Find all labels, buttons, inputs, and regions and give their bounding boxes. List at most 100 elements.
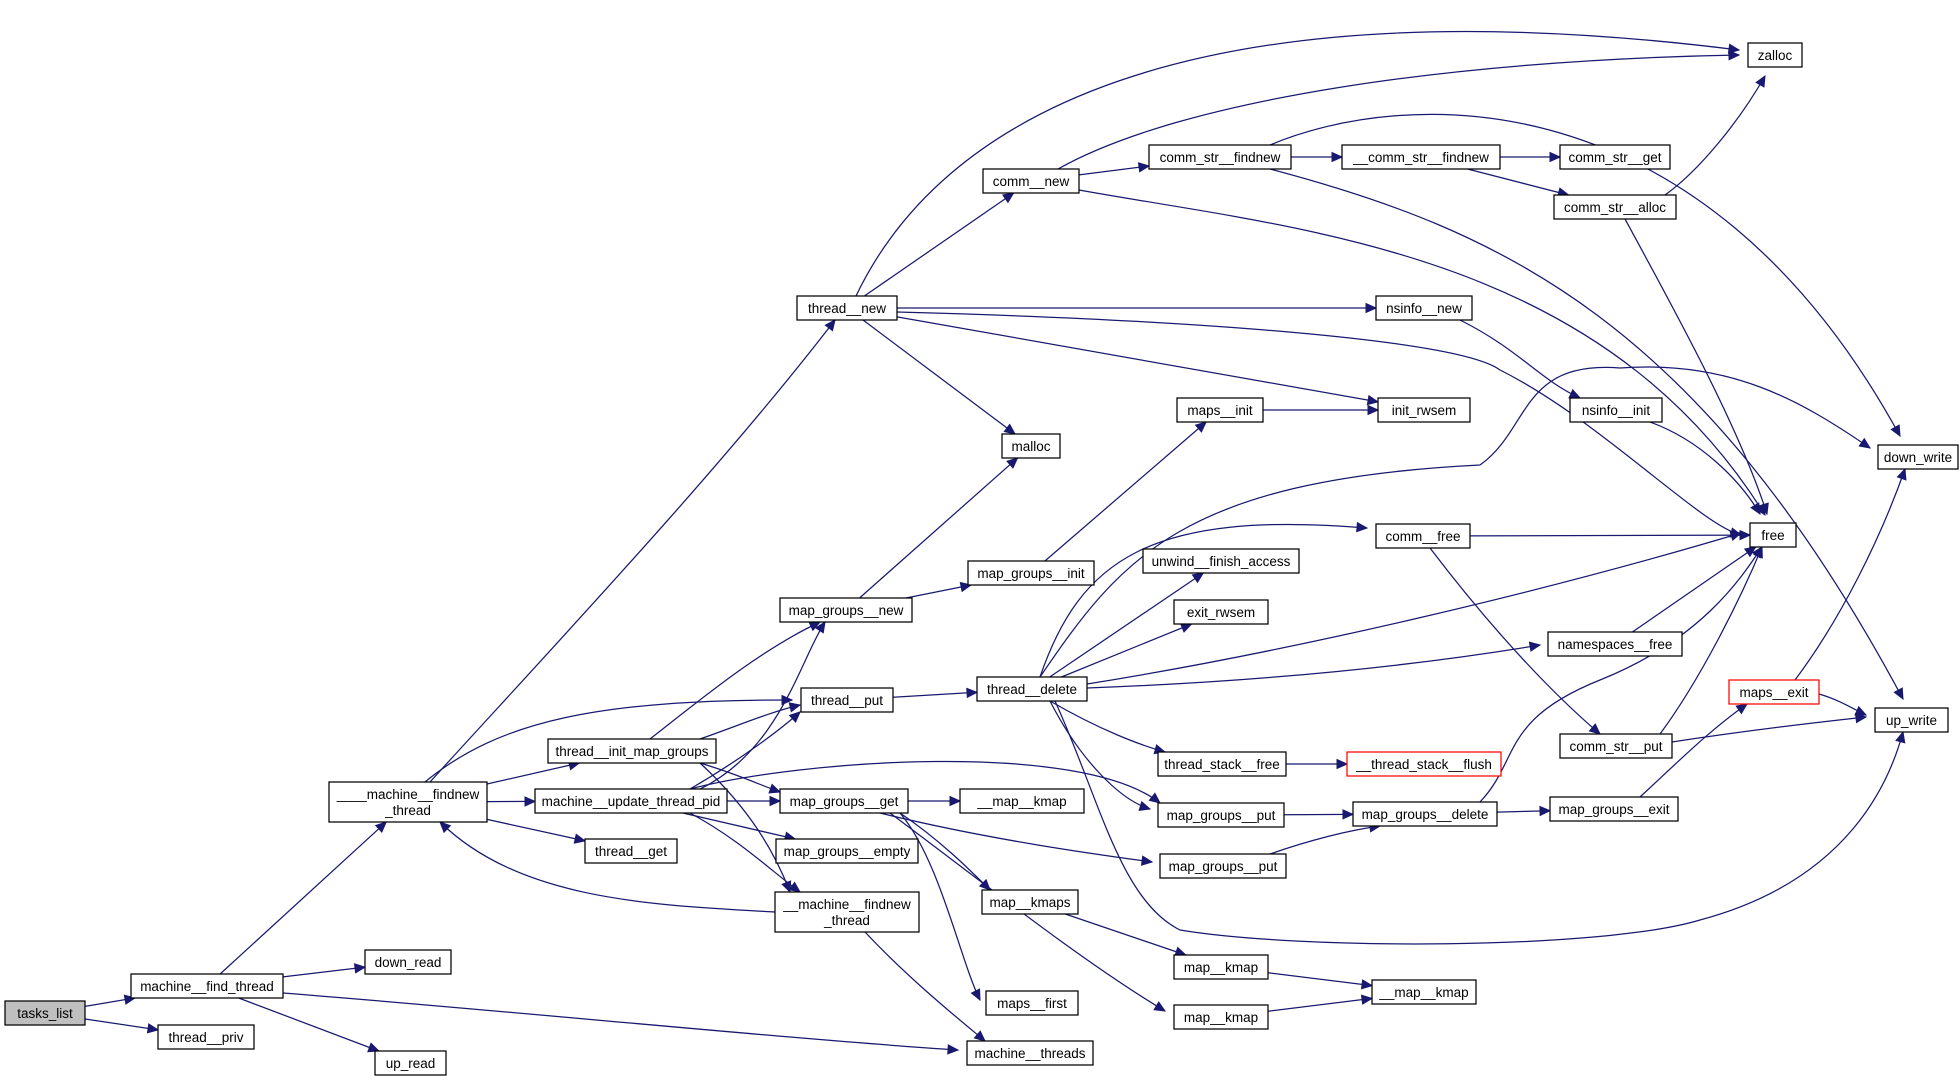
node-box: [374, 1050, 447, 1076]
node-label: comm__new: [993, 174, 1070, 189]
node-maps__exit[interactable]: maps__exit: [1728, 679, 1820, 705]
node-map_groups__init[interactable]: map_groups__init: [967, 560, 1095, 586]
node-comm__new[interactable]: comm__new: [982, 168, 1080, 194]
arrowhead: [1367, 404, 1380, 416]
edge-comm_str__alloc-to-zalloc: [1664, 74, 1766, 196]
node-box: [4, 1000, 86, 1026]
arrowhead: [1895, 730, 1906, 744]
node-down_write[interactable]: down_write: [1877, 444, 1959, 470]
node-zalloc[interactable]: zalloc: [1747, 42, 1803, 68]
node-label: map_groups__empty: [784, 844, 911, 859]
node-thread_stack__free[interactable]: thread_stack__free: [1157, 751, 1287, 777]
node-down_read[interactable]: down_read: [364, 949, 452, 975]
node-label: thread__get: [595, 844, 667, 859]
node-box: [1728, 679, 1820, 705]
node-box: [976, 676, 1088, 702]
node-malloc[interactable]: malloc: [1001, 433, 1061, 459]
node-label: thread__put: [811, 693, 883, 708]
node-thread__init_map_groups[interactable]: thread__init_map_groups: [547, 738, 717, 764]
node-label: map_groups__exit: [1558, 802, 1669, 817]
node-map__kmap1[interactable]: map__kmap: [1173, 954, 1269, 980]
node-box: [775, 838, 919, 864]
node-label: map_groups__get: [790, 794, 899, 809]
node-label: free: [1761, 528, 1784, 543]
node-comm_str__put[interactable]: comm_str__put: [1559, 733, 1673, 759]
node-free[interactable]: free: [1749, 522, 1797, 548]
node-thread__new[interactable]: thread__new: [796, 295, 898, 321]
arrowhead: [1001, 192, 1015, 204]
node-label: up_write: [1886, 713, 1937, 728]
node-box: [1001, 433, 1061, 459]
arrowhead: [1140, 855, 1154, 866]
arrowhead: [788, 711, 801, 723]
node-comm__free[interactable]: comm__free: [1375, 523, 1471, 549]
node-label: __machine__findnew: [782, 897, 911, 912]
node-unwind__finish_access[interactable]: unwind__finish_access: [1142, 548, 1300, 574]
node-tasks_list[interactable]: tasks_list: [4, 1000, 86, 1026]
node-____machine__findnew_thread[interactable]: ____machine__findnew_thread: [328, 781, 488, 823]
node-box: [1352, 801, 1498, 827]
node-namespaces__free[interactable]: namespaces__free: [1547, 631, 1683, 657]
node-__map__kmap2[interactable]: __map__kmap: [1371, 979, 1477, 1005]
node-machine__find_thread[interactable]: machine__find_thread: [130, 973, 284, 999]
node-label: map_groups__put: [1167, 808, 1276, 823]
node-thread__priv[interactable]: thread__priv: [157, 1024, 255, 1050]
node-exit_rwsem[interactable]: exit_rwsem: [1173, 599, 1269, 625]
node-__thread_stack__flush[interactable]: __thread_stack__flush: [1346, 751, 1502, 777]
node-box: [1159, 853, 1287, 879]
edge-thread__delete-to-free: [1086, 530, 1743, 685]
node-label: _thread: [823, 913, 870, 928]
node-box: [1375, 523, 1471, 549]
node-comm_str__alloc[interactable]: comm_str__alloc: [1553, 194, 1677, 220]
node-thread__get[interactable]: thread__get: [584, 838, 678, 864]
node-nsinfo__new[interactable]: nsinfo__new: [1375, 295, 1473, 321]
node-box: [547, 738, 717, 764]
node-map_groups__empty[interactable]: map_groups__empty: [775, 838, 919, 864]
node-up_write[interactable]: up_write: [1874, 707, 1949, 733]
node-box: [796, 295, 898, 321]
arrowhead: [1360, 979, 1374, 990]
node-box: [1877, 444, 1959, 470]
edge-____machine__findnew_thread-to-machine__update_thread_pid: [486, 796, 537, 807]
node-label: nsinfo__new: [1386, 301, 1462, 316]
node-init_rwsem[interactable]: init_rwsem: [1377, 397, 1471, 423]
node-label: comm_str__get: [1568, 150, 1661, 165]
arrowhead: [353, 963, 367, 974]
node-map_groups__delete[interactable]: map_groups__delete: [1352, 801, 1498, 827]
node-up_read[interactable]: up_read: [374, 1050, 447, 1076]
edge-map_groups__init-to-maps__init: [1044, 421, 1208, 562]
edge-comm__new-to-zalloc: [1057, 49, 1741, 170]
node-maps__init[interactable]: maps__init: [1176, 397, 1264, 423]
edge-comm__free-to-free: [1469, 529, 1752, 541]
edge-thread__new-to-init_rwsem: [896, 316, 1380, 406]
node-map_groups__exit[interactable]: map_groups__exit: [1549, 796, 1679, 822]
node-nsinfo__init[interactable]: nsinfo__init: [1569, 397, 1663, 423]
node-thread__put[interactable]: thread__put: [800, 687, 894, 713]
node-map_groups__put2[interactable]: map_groups__put: [1159, 853, 1287, 879]
node-maps__first[interactable]: maps__first: [985, 990, 1079, 1016]
arrowhead: [769, 795, 782, 807]
edge-map_groups__get-to-__map__kmap: [908, 795, 962, 807]
node-__comm_str__findnew[interactable]: __comm_str__findnew: [1341, 144, 1501, 170]
node-label: __comm_str__findnew: [1352, 150, 1489, 165]
arrowhead: [1753, 545, 1763, 559]
edge-map__kmap1-to-__map__kmap2: [1267, 972, 1374, 990]
node-map_groups__get[interactable]: map_groups__get: [779, 788, 909, 814]
node-label: maps__first: [997, 996, 1067, 1011]
node-__map__kmap[interactable]: __map__kmap: [959, 788, 1085, 814]
node-thread__delete[interactable]: thread__delete: [976, 676, 1088, 702]
node-__machine__findnew_thread[interactable]: __machine__findnew_thread: [774, 891, 920, 933]
node-map_groups__new[interactable]: map_groups__new: [779, 597, 913, 623]
node-map__kmaps[interactable]: map__kmaps: [981, 889, 1079, 915]
edge-maps__exit-to-down_write: [1794, 467, 1907, 681]
edge-____machine__findnew_thread-to-thread__get: [486, 818, 587, 844]
node-map__kmap2[interactable]: map__kmap: [1173, 1004, 1269, 1030]
node-comm_str__get[interactable]: comm_str__get: [1559, 144, 1671, 170]
node-map_groups__put1[interactable]: map_groups__put: [1157, 802, 1285, 828]
node-box: [1377, 397, 1471, 423]
node-machine_threads[interactable]: machine__threads: [966, 1040, 1094, 1066]
edge-thread__init_map_groups-to-map_groups__get: [699, 762, 782, 794]
node-comm_str__findnew[interactable]: comm_str__findnew: [1148, 144, 1292, 170]
arrowhead: [788, 881, 801, 893]
node-machine__update_thread_pid[interactable]: machine__update_thread_pid: [534, 788, 728, 814]
